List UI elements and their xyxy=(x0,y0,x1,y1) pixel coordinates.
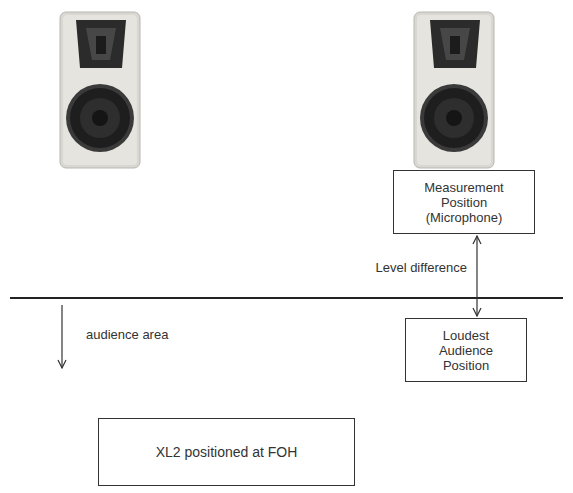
box-content: XL2 positioned at FOH xyxy=(112,444,342,461)
audience-boundary xyxy=(10,297,563,299)
box-text: Loudest Audience Position xyxy=(420,328,512,373)
double-arrow xyxy=(476,236,477,316)
text-box: XL2 positioned at FOH xyxy=(98,418,355,486)
box-text: Measurement Position (Microphone) xyxy=(408,180,520,225)
text-box: Loudest Audience Position xyxy=(405,318,527,382)
audience-arrow xyxy=(61,305,62,368)
edge-label: Level difference xyxy=(373,260,469,276)
text-box: Measurement Position (Microphone) xyxy=(393,170,535,234)
box-text: XL2 positioned at FOH xyxy=(112,444,342,461)
right-speaker xyxy=(414,12,494,168)
left-speaker xyxy=(60,12,140,168)
area-label: audience area xyxy=(84,327,170,343)
box-content: Measurement Position (Microphone) xyxy=(408,180,520,225)
box-content: Loudest Audience Position xyxy=(420,328,512,373)
